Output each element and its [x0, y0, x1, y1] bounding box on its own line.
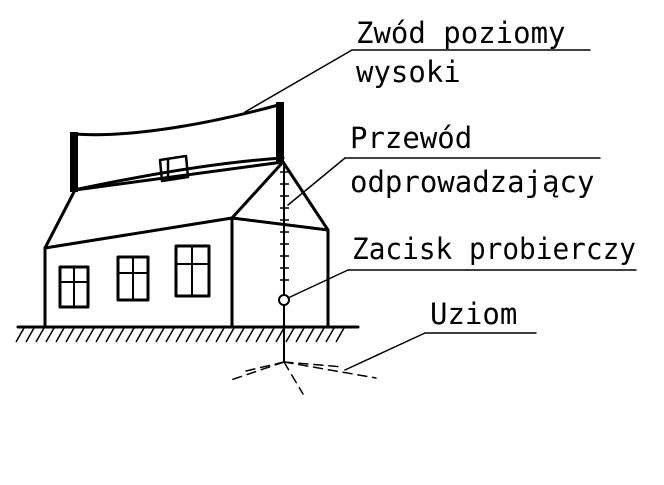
hatch-mark	[145, 327, 155, 343]
horizontal-air-termination	[70, 102, 285, 192]
test-clamp-point	[278, 294, 290, 306]
hatch-mark	[195, 327, 205, 343]
hatch-mark	[35, 327, 45, 343]
down-conductor	[278, 161, 290, 363]
air-termination-top-edge	[72, 102, 284, 137]
window-3	[174, 244, 211, 298]
leader-down-conductor	[287, 157, 346, 206]
hatch-mark	[215, 327, 225, 343]
earth-electrode	[227, 361, 377, 395]
house-gable-wall	[230, 216, 330, 329]
hatch-mark	[265, 327, 275, 343]
leader-lines	[244, 49, 637, 371]
hatch-mark	[125, 327, 135, 343]
label-horizontal-conductor-line2: wysoki	[356, 55, 461, 89]
label-earth-electrode: Uziom	[430, 297, 517, 331]
label-horizontal-conductor-line1: Zwód poziomy	[356, 16, 566, 50]
labels: Zwód poziomy wysoki Przewód odprowadzają…	[350, 16, 636, 331]
leader-test-clamp	[287, 269, 349, 299]
hatch-mark	[325, 327, 335, 343]
hatch-mark	[295, 327, 305, 343]
hatch-mark	[95, 327, 105, 343]
window-1	[58, 265, 90, 309]
label-test-clamp: Zacisk probierczy	[352, 232, 636, 266]
hatch-mark	[335, 327, 345, 343]
hatch-mark	[175, 327, 185, 343]
hatch-mark	[85, 327, 95, 343]
hatch-mark	[205, 327, 215, 343]
hatch-mark	[25, 327, 35, 343]
hatch-mark	[135, 327, 145, 343]
air-termination-bottom-edge	[72, 156, 285, 192]
hatch-mark	[115, 327, 125, 343]
hatch-mark	[225, 327, 235, 343]
conductor-fixings	[280, 171, 289, 281]
ground-hatching	[15, 327, 345, 343]
leader-earth-electrode	[344, 332, 426, 371]
hatch-mark	[15, 327, 25, 343]
hatch-mark	[185, 327, 195, 343]
hatch-mark	[235, 327, 245, 343]
air-termination-left-mast	[70, 132, 78, 192]
hatch-mark	[255, 327, 265, 343]
hatch-mark	[45, 327, 55, 343]
hatch-mark	[165, 327, 175, 343]
ground	[15, 325, 360, 343]
hatch-mark	[55, 327, 65, 343]
hatch-mark	[155, 327, 165, 343]
hatch-mark	[105, 327, 115, 343]
hatch-mark	[305, 327, 315, 343]
leader-horizontal-conductor	[244, 49, 353, 113]
label-down-conductor-line2: odprowadzający	[350, 165, 594, 199]
hatch-mark	[275, 327, 285, 343]
house-front-wall	[43, 216, 234, 329]
hatch-mark	[315, 327, 325, 343]
hatch-mark	[65, 327, 75, 343]
roof-front-edge	[43, 160, 285, 250]
hatch-mark	[245, 327, 255, 343]
hatch-mark	[285, 327, 295, 343]
air-termination-right-mast	[276, 102, 284, 162]
hatch-mark	[75, 327, 85, 343]
gable-base-line	[231, 217, 329, 231]
label-down-conductor-line1: Przewód	[350, 121, 472, 155]
window-2	[116, 255, 150, 302]
